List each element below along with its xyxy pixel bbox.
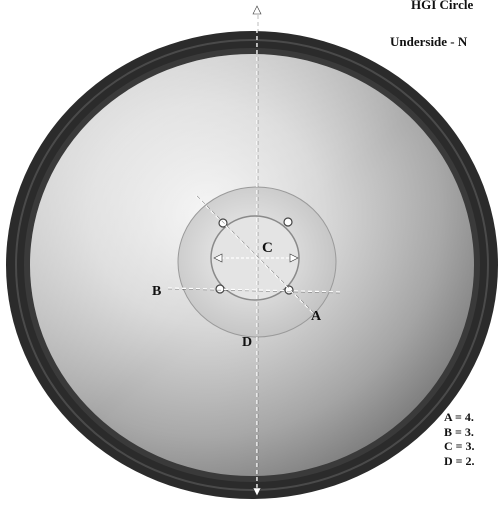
legend-item-c: C = 3.	[444, 439, 475, 453]
arrow-d-top	[252, 5, 262, 15]
label-a: A	[311, 309, 322, 324]
arrow-d-bottom	[252, 487, 262, 497]
dimension-line-b-shadow	[167, 288, 341, 294]
dimension-line-b	[167, 287, 341, 293]
center-opening	[210, 215, 300, 301]
arrow-c-right	[289, 253, 299, 263]
label-b: B	[152, 284, 161, 299]
dimensions-legend: A = 4. B = 3. C = 3. D = 2.	[444, 410, 475, 468]
legend-item-b: B = 3.	[444, 424, 474, 439]
legend-item-d: D = 2.	[444, 453, 475, 468]
label-c: C	[262, 240, 273, 256]
arrow-c-left	[213, 253, 223, 263]
mount-hole-bottom-right	[284, 285, 294, 295]
legend-item-a: A = 4.	[444, 410, 474, 424]
rim-groove	[15, 39, 489, 491]
mount-hole-top-right	[283, 217, 293, 227]
diagram-subtitle: Underside - N	[390, 34, 468, 49]
diagram-title: HGI Circle	[411, 0, 474, 12]
label-d: D	[242, 335, 252, 350]
